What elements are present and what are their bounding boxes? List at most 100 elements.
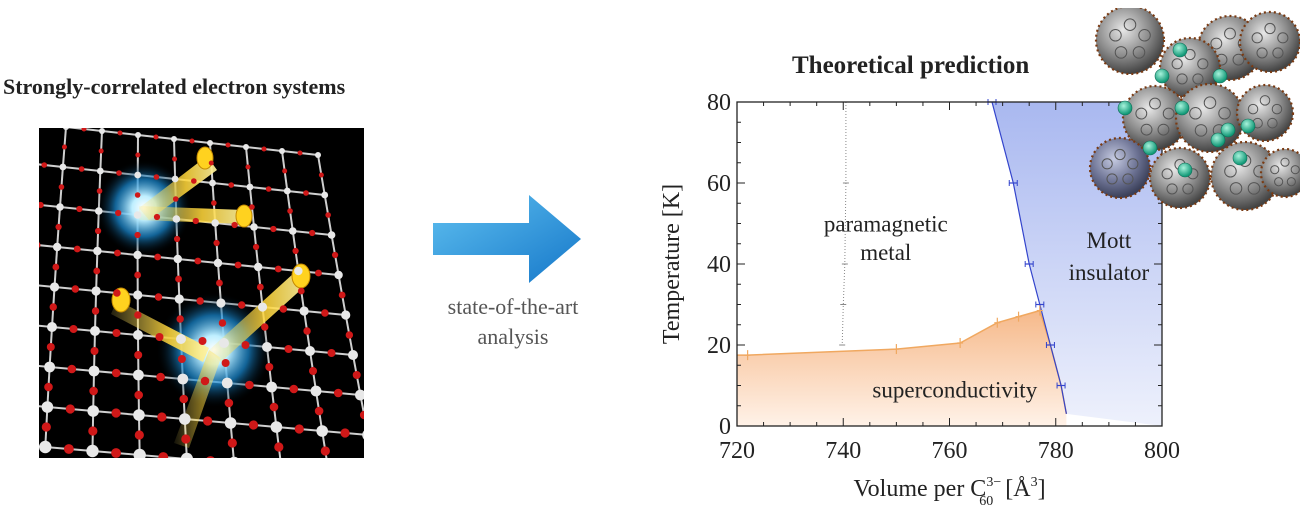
pentagon-face xyxy=(1277,32,1289,44)
pentagon-face xyxy=(1247,103,1259,115)
pentagon-face xyxy=(1290,165,1300,175)
oxygen-atom xyxy=(134,430,144,440)
oxygen-atom xyxy=(111,448,121,458)
pentagon-face xyxy=(1272,47,1284,59)
fullerene-molecules xyxy=(1088,8,1300,212)
pentagon-face xyxy=(1138,28,1151,42)
oxygen-atom xyxy=(63,444,74,454)
x-axis-label-unit: [Å xyxy=(1005,476,1031,502)
alkali-atom xyxy=(1177,162,1193,178)
pentagon-face xyxy=(1127,158,1139,170)
oxygen-atom xyxy=(153,174,160,180)
superconductivity-region xyxy=(737,310,1067,426)
oxygen-atom xyxy=(309,229,316,237)
oxygen-atom xyxy=(46,343,55,351)
metal-atom xyxy=(90,326,100,336)
oxygen-atom xyxy=(297,287,305,295)
metal-atom xyxy=(177,373,189,385)
c60-crystal-illustration xyxy=(1088,8,1300,212)
metal-atom xyxy=(253,262,263,272)
right-arrow-icon xyxy=(433,195,581,283)
x-axis-label-unit-sup: 3 xyxy=(1031,475,1038,490)
oxygen-atom xyxy=(249,204,255,210)
oxygen-atom xyxy=(134,271,142,279)
oxygen-atom xyxy=(111,408,121,418)
oxygen-atom xyxy=(274,442,284,452)
metal-atom xyxy=(216,298,226,308)
pentagon-face xyxy=(1114,148,1126,161)
pentagon-face xyxy=(1123,18,1137,31)
oxygen-atom xyxy=(69,325,78,333)
metal-atom xyxy=(321,191,329,199)
pentagon-face xyxy=(1189,106,1202,120)
oxygen-atom xyxy=(206,456,215,458)
oxygen-atom xyxy=(173,235,181,243)
metal-atom xyxy=(213,258,223,268)
pentagon-face xyxy=(1224,27,1236,40)
oxygen-atom xyxy=(352,371,361,379)
oxygen-atom xyxy=(274,265,282,273)
oxygen-atom xyxy=(116,170,122,176)
oxygen-atom xyxy=(175,275,182,283)
oxygen-atom xyxy=(81,128,87,132)
metal-atom xyxy=(49,282,60,292)
pentagon-face xyxy=(1229,182,1243,195)
pentagon-face xyxy=(1157,123,1170,136)
metal-atom xyxy=(44,361,56,373)
oxygen-atom xyxy=(224,398,234,408)
metal-atom xyxy=(355,389,364,401)
metal-atom xyxy=(96,167,104,175)
metal-atom xyxy=(305,346,315,356)
oxygen-atom xyxy=(303,190,309,196)
oxygen-atom xyxy=(67,364,77,374)
region-label-paramagnetic: paramagnetic xyxy=(824,212,948,237)
pentagon-face xyxy=(1274,177,1284,187)
oxygen-atom xyxy=(96,188,103,194)
oxygen-atom xyxy=(55,223,62,231)
oxygen-atom xyxy=(248,420,259,430)
metal-atom xyxy=(39,440,52,454)
metal-atom xyxy=(133,369,144,381)
oxygen-atom xyxy=(91,307,100,315)
oxygen-atom xyxy=(115,209,122,217)
pentagon-face xyxy=(1218,106,1231,120)
pentagon-face xyxy=(1192,73,1204,85)
oxygen-atom xyxy=(93,267,101,275)
oxygen-atom xyxy=(321,309,329,317)
metal-atom xyxy=(94,207,103,215)
metal-atom xyxy=(348,350,358,360)
oxygen-atom xyxy=(78,166,85,172)
oxygen-atom xyxy=(359,410,364,420)
oxygen-atom xyxy=(265,186,272,192)
pentagon-face xyxy=(1114,46,1128,59)
x-tick-label: 800 xyxy=(1144,438,1180,464)
oxygen-atom xyxy=(134,231,141,239)
oxygen-atom xyxy=(172,196,179,202)
oxygen-atom xyxy=(245,380,254,390)
oxygen-atom xyxy=(218,319,227,327)
pentagon-face xyxy=(1109,28,1122,42)
fullerene xyxy=(1238,10,1300,74)
oxygen-atom xyxy=(134,311,142,319)
oxygen-atom xyxy=(227,438,237,448)
oxygen-atom xyxy=(155,333,164,341)
oxygen-atom xyxy=(117,130,123,136)
oxygen-atom xyxy=(231,221,238,229)
oxygen-atom xyxy=(44,382,53,392)
fullerene-cage xyxy=(1238,10,1300,74)
alkali-atom xyxy=(1172,42,1188,58)
x-axis-label-main: Volume per C xyxy=(853,476,986,502)
pentagon-face xyxy=(1280,157,1290,167)
metal-atom xyxy=(86,444,99,458)
oxygen-atom xyxy=(294,424,304,434)
metal-atom xyxy=(266,381,278,393)
oxygen-atom xyxy=(279,305,288,313)
oxygen-atom xyxy=(196,297,204,305)
metal-atom xyxy=(93,246,102,256)
metal-atom xyxy=(59,163,67,171)
metal-atom xyxy=(362,430,364,440)
pentagon-face xyxy=(1162,107,1175,120)
metal-atom xyxy=(288,227,297,235)
oxygen-atom xyxy=(315,269,322,277)
oxygen-atom xyxy=(191,178,197,184)
